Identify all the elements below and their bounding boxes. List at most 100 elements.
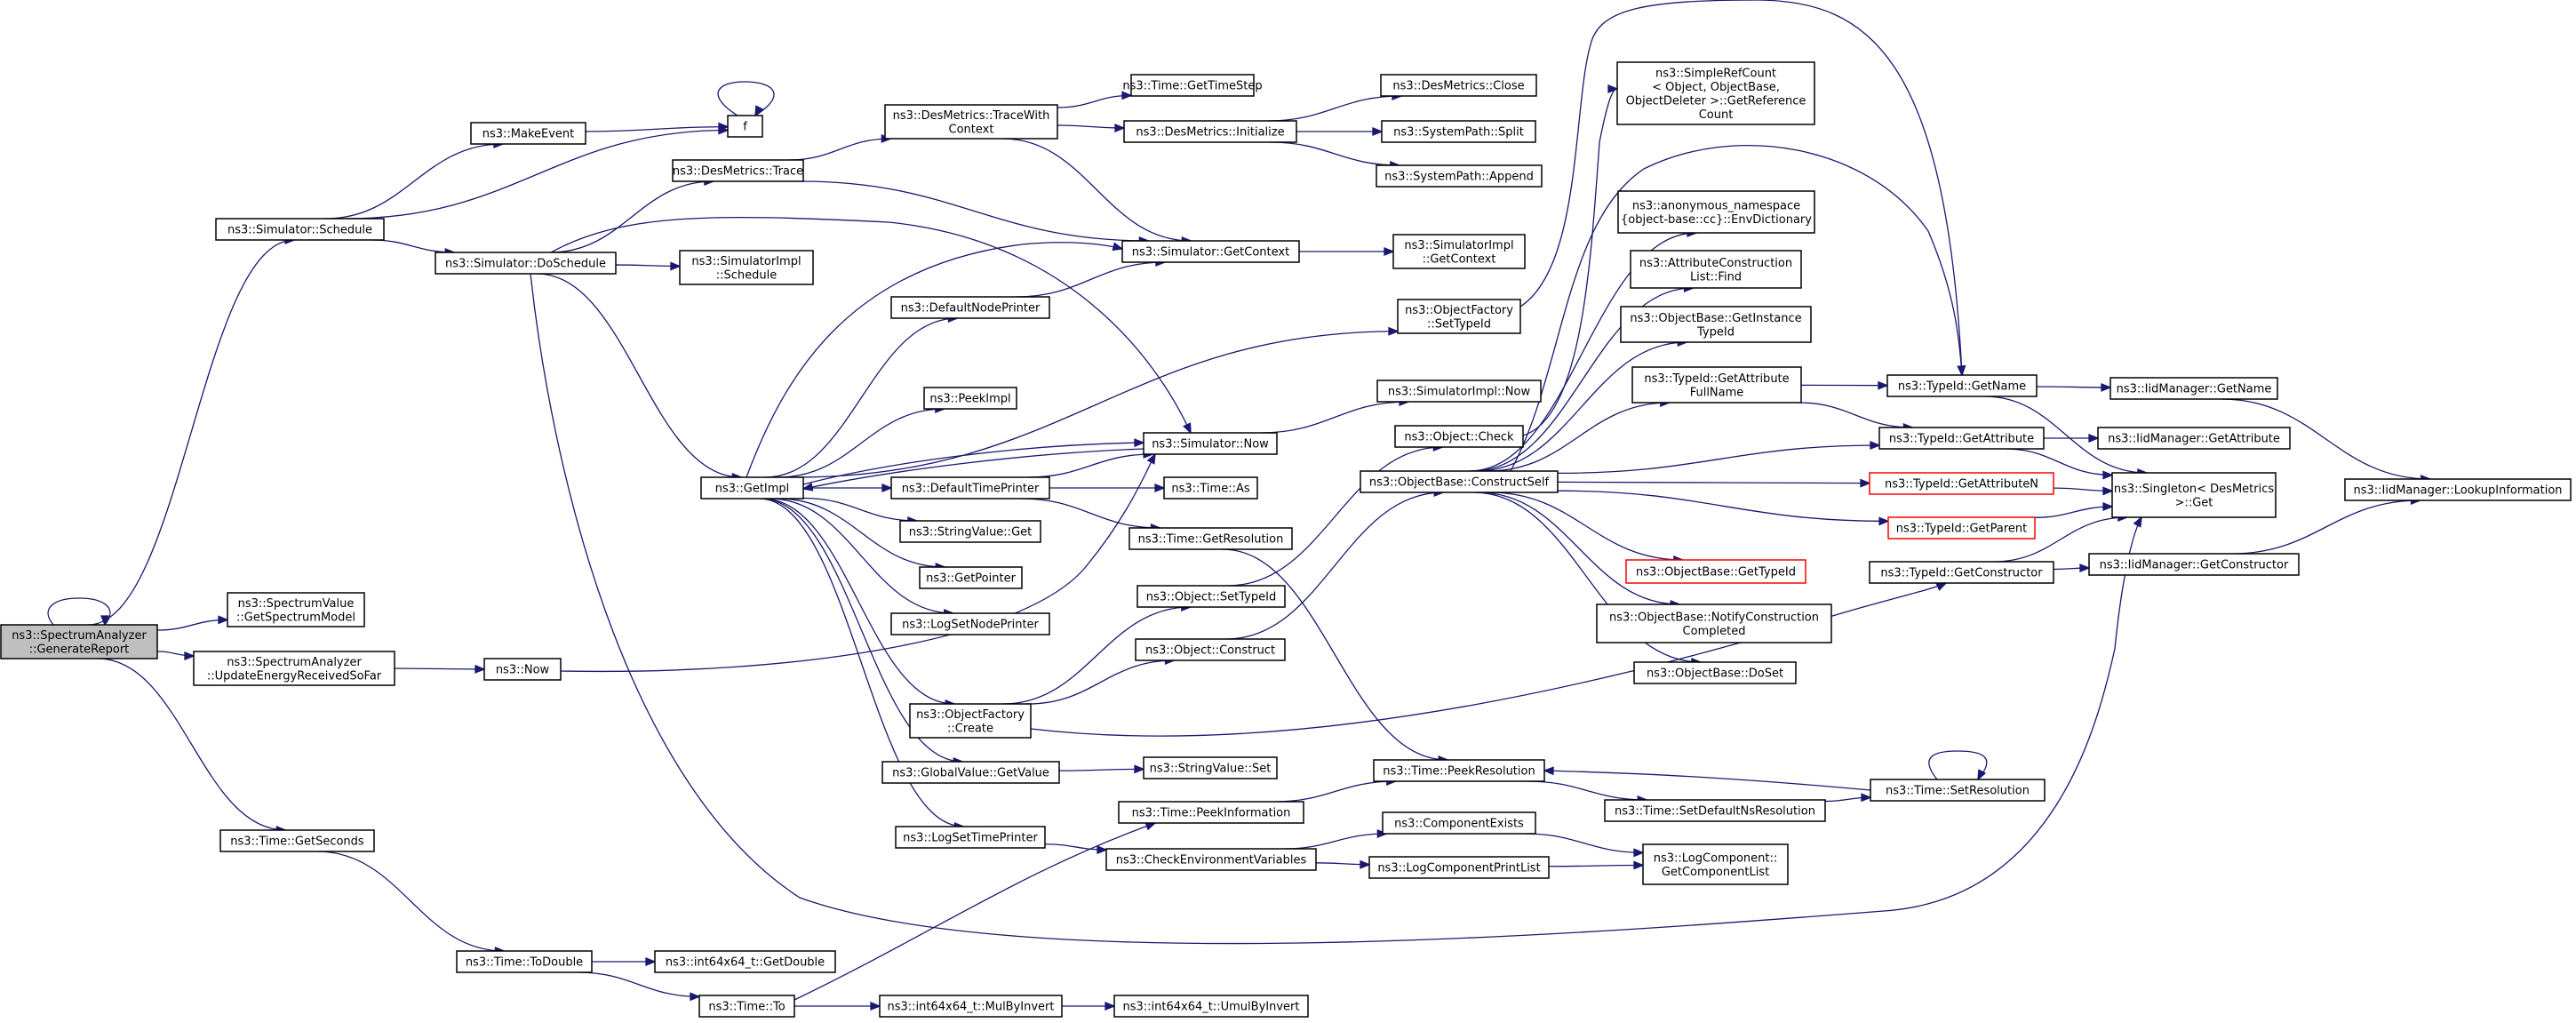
node-syspathsplit[interactable]: ns3::SystemPath::Split (1381, 120, 1536, 143)
node-implnow[interactable]: ns3::SimulatorImpl::Now (1376, 380, 1542, 403)
node-box (879, 995, 1063, 1018)
node-label-line: ns3::AttributeConstruction (1639, 257, 1792, 270)
node-logsetnodeprinter[interactable]: ns3::LogSetNodePrinter (890, 612, 1050, 635)
node-box (1105, 848, 1317, 871)
node-objectbasegettypeid[interactable]: ns3::ObjectBase::GetTypeId (1625, 559, 1806, 584)
node-getdouble[interactable]: ns3::int64x64_t::GetDouble (654, 950, 836, 973)
edge-typeidgetname-to-iidgetname (2036, 382, 2112, 392)
node-setdefaultnsresolution[interactable]: ns3::Time::SetDefaultNsResolution (1604, 799, 1826, 822)
node-timeto[interactable]: ns3::Time::To (698, 995, 795, 1018)
node-notifyconstruction[interactable]: ns3::ObjectBase::NotifyConstructionCompl… (1596, 603, 1832, 643)
edge-line (47, 597, 111, 626)
edge-line (1020, 498, 1160, 529)
node-box (2097, 427, 2291, 450)
node-iidgetconstructor[interactable]: ns3::IidManager::GetConstructor (2088, 553, 2300, 576)
node-getattributen[interactable]: ns3::TypeId::GetAttributeN (1869, 472, 2054, 495)
node-typeidgetname[interactable]: ns3::TypeId::GetName (1886, 374, 2038, 397)
edge-mulbyinvert-to-umulbyinvert (1061, 1002, 1116, 1011)
node-objectconstruct[interactable]: ns3::Object::Construct (1135, 638, 1286, 661)
edge-line (1283, 833, 1387, 850)
node-logcomponentprintlist[interactable]: ns3::LogComponentPrintList (1368, 856, 1550, 879)
node-objectcheck[interactable]: ns3::Object::Check (1394, 425, 1524, 448)
node-getresolution[interactable]: ns3::Time::GetResolution (1128, 527, 1293, 550)
edge-line (802, 448, 1144, 490)
node-box (215, 218, 385, 241)
node-label-line: ns3::Time::As (1171, 483, 1250, 496)
node-typeidgetattribute[interactable]: ns3::TypeId::GetAttribute (1878, 427, 2045, 450)
node-logsettimeprinter[interactable]: ns3::LogSetTimePrinter (895, 826, 1046, 849)
node-schedule[interactable]: ns3::Simulator::Schedule (215, 218, 385, 241)
node-desclose[interactable]: ns3::DesMetrics::Close (1380, 74, 1537, 97)
node-refcount[interactable]: ns3::SimpleRefCount< Object, ObjectBase,… (1616, 61, 1815, 125)
node-defaultnodeprinter[interactable]: ns3::DefaultNodePrinter (890, 296, 1050, 319)
node-globalvalueget[interactable]: ns3::GlobalValue::GetValue (881, 761, 1060, 784)
node-destrace[interactable]: ns3::DesMetrics::Trace (672, 159, 804, 182)
edge-line (1993, 516, 2127, 563)
node-box (890, 476, 1050, 500)
node-doset[interactable]: ns3::ObjectBase::DoSet (1633, 661, 1797, 684)
node-root[interactable]: ns3::SpectrumAnalyzer::GenerateReport (0, 624, 158, 659)
node-peekresolution[interactable]: ns3::Time::PeekResolution (1373, 759, 1545, 782)
node-label-line: ns3::SimulatorImpl::Now (1388, 386, 1531, 399)
node-doschedule[interactable]: ns3::Simulator::DoSchedule (435, 252, 617, 275)
node-getpointer[interactable]: ns3::GetPointer (919, 566, 1023, 589)
node-desinitialize[interactable]: ns3::DesMetrics::Initialize (1123, 120, 1297, 143)
node-box (890, 296, 1050, 319)
node-getcontext[interactable]: ns3::Simulator::GetContext (1121, 240, 1300, 263)
node-timeas[interactable]: ns3::Time::As (1163, 476, 1258, 500)
node-implgetcontext[interactable]: ns3::SimulatorImpl::GetContext (1392, 234, 1526, 269)
edge-globalvalueget-to-stringvalueset (1058, 764, 1145, 774)
node-umulbyinvert[interactable]: ns3::int64x64_t::UmulByInvert (1113, 995, 1309, 1018)
node-envdictionary[interactable]: ns3::anonymous_namespace{object-base::cc… (1617, 190, 1815, 234)
node-objectfactorycreate[interactable]: ns3::ObjectFactory::Create (909, 703, 1032, 739)
node-iidgetattribute[interactable]: ns3::IidManager::GetAttribute (2097, 427, 2291, 450)
node-box (1887, 516, 2036, 539)
node-getparent[interactable]: ns3::TypeId::GetParent (1887, 516, 2036, 539)
node-checkenv[interactable]: ns3::CheckEnvironmentVariables (1105, 848, 1317, 871)
edge-simnow-to-getimpl (802, 448, 1144, 492)
node-singletonget[interactable]: ns3::Singleton< DesMetrics >::Get (2111, 472, 2277, 518)
node-stringvalueset[interactable]: ns3::StringValue::Set (1143, 756, 1278, 779)
node-stringvalueget[interactable]: ns3::StringValue::Get (899, 520, 1041, 543)
node-defaulttimeprinter[interactable]: ns3::DefaultTimePrinter (890, 476, 1050, 500)
edge-line (778, 408, 945, 478)
node-objectsettypeid[interactable]: ns3::Object::SetTypeId (1136, 585, 1286, 608)
node-getimpl[interactable]: ns3::GetImpl (700, 476, 804, 500)
node-f[interactable]: f (727, 115, 763, 138)
node-iidgetname[interactable]: ns3::IidManager::GetName (2109, 377, 2278, 400)
node-label-line: ns3::DesMetrics::Trace (673, 165, 803, 179)
node-label-line: ns3::Time::GetTimeStep (1122, 80, 1262, 93)
edge-line (802, 497, 917, 522)
function-nodes: ns3::SpectrumAnalyzer::GenerateReportns3… (0, 61, 2572, 1018)
node-makeevent[interactable]: ns3::MakeEvent (470, 122, 586, 145)
node-setresolution[interactable]: ns3::Time::SetResolution (1870, 779, 2046, 802)
node-constructself[interactable]: ns3::ObjectBase::ConstructSelf (1360, 470, 1559, 493)
node-lookupinformation[interactable]: ns3::IidManager::LookupInformation (2344, 478, 2572, 501)
node-getcomponentlist[interactable]: ns3::LogComponent::GetComponentList (1642, 843, 1789, 885)
node-implschedule[interactable]: ns3::SimulatorImpl::Schedule (679, 250, 814, 285)
node-now[interactable]: ns3::Now (483, 658, 562, 681)
node-mulbyinvert[interactable]: ns3::int64x64_t::MulByInvert (879, 995, 1063, 1018)
edge-getimpl-to-defaulttimeprinter (803, 484, 893, 492)
edge-arrowhead (2133, 515, 2142, 528)
node-peekimpl[interactable]: ns3::PeekImpl (923, 387, 1017, 410)
edge-destrace-to-tracewithcontext (788, 134, 893, 161)
node-factorysettypeid[interactable]: ns3::ObjectFactory::SetTypeId (1397, 299, 1521, 334)
node-getspectrummodel[interactable]: ns3::SpectrumValue::GetSpectrumModel (227, 592, 365, 627)
node-gettimestep[interactable]: ns3::Time::GetTimeStep (1122, 74, 1263, 97)
node-peekinformation[interactable]: ns3::Time::PeekInformation (1118, 801, 1304, 824)
node-getseconds[interactable]: ns3::Time::GetSeconds (219, 829, 375, 852)
edge-arrowhead (2079, 563, 2091, 573)
edge-arrowhead (1097, 845, 1108, 855)
node-getconstructor[interactable]: ns3::TypeId::GetConstructor (1869, 561, 2054, 584)
node-syspathappend[interactable]: ns3::SystemPath::Append (1376, 164, 1543, 188)
edge-line (97, 658, 286, 831)
node-componentexists[interactable]: ns3::ComponentExists (1382, 811, 1536, 835)
node-simnow[interactable]: ns3::Simulator::Now (1143, 432, 1278, 455)
node-updateenergy[interactable]: ns3::SpectrumAnalyzer::UpdateEnergyRecei… (193, 651, 395, 686)
node-todouble[interactable]: ns3::Time::ToDouble (456, 950, 593, 973)
